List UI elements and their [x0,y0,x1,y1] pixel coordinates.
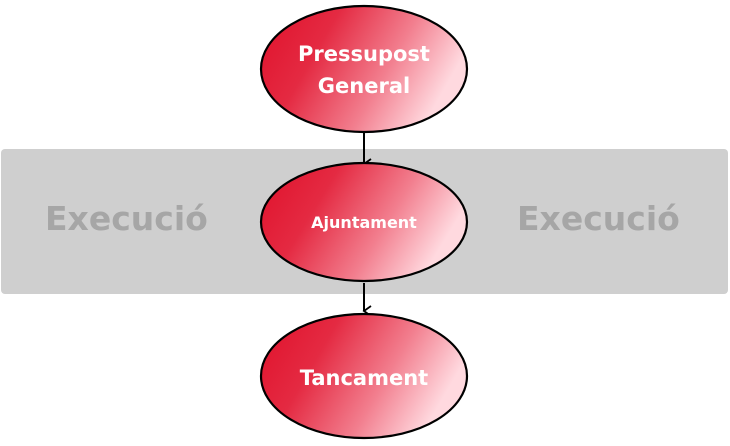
node-pressupost-general: Pressupost General [259,4,469,134]
node-pressupost-line2: General [318,74,410,98]
band-label-right: Execució [517,199,680,238]
node-pressupost-line1: Pressupost [298,42,430,66]
node-ajuntament: Ajuntament [259,161,469,283]
band-label-left: Execució [45,199,208,238]
node-tancament: Tancament [259,312,469,440]
node-ajuntament-label: Ajuntament [311,213,417,232]
node-tancament-label: Tancament [300,366,428,390]
